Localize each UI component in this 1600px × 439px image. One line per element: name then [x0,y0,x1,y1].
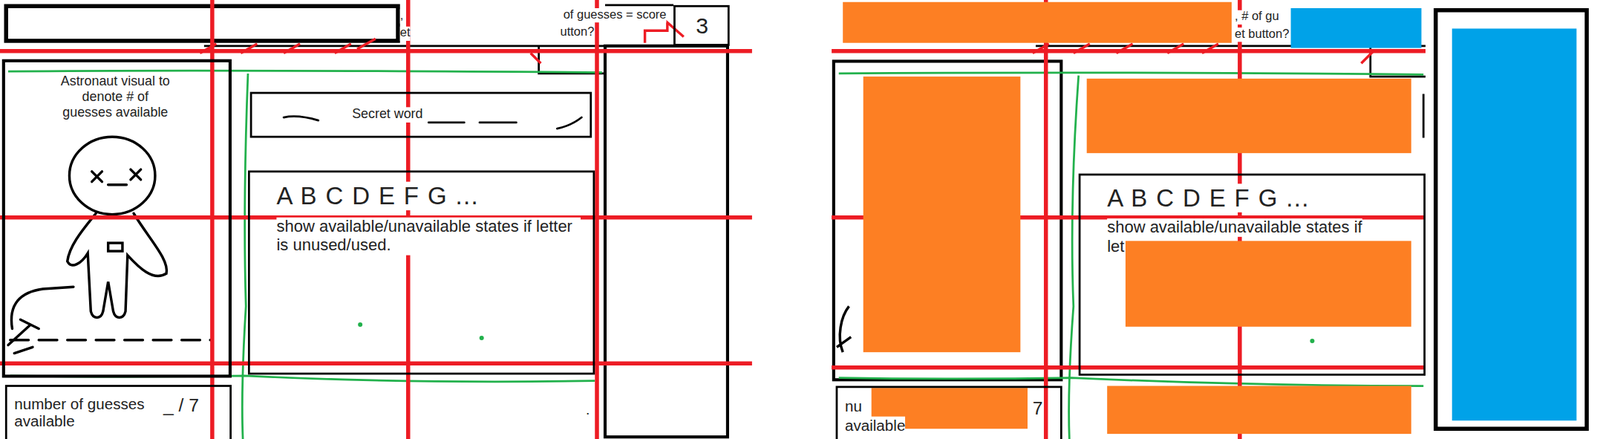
box-subtext: _ / 7 [163,394,199,416]
box-text: A B C D E F G ... [276,181,479,211]
note-label: of guesses = score [563,8,667,23]
letters-box: A B C D E F G ... show available/unavaila… [247,170,595,375]
note-label: utton? [560,25,595,40]
box-subtext: show available/unavailable states if [1107,218,1363,237]
note-label: et [400,26,411,41]
note-label: . [585,400,590,418]
box-text: nu [844,397,862,416]
box-text: Astronaut visual to denote # of guesses … [56,74,175,121]
box-subtext: available [844,416,906,435]
note-label: , # of gu [1234,10,1280,25]
box-text: Secret word [351,106,423,123]
secret-word-box: Secret word [250,92,592,139]
guesses-box: number of guesses available _ / 7 [5,384,232,439]
score-box: 3 [673,5,730,47]
box-text: A B C D E F G ... [1107,183,1310,212]
box-subtext: let [1107,237,1125,257]
box-subtext: 7 [1032,397,1044,419]
note-label: et button? [1234,27,1289,42]
box-subtext: show available/unavailable states if let… [276,217,581,256]
guesses-box: nuavailable 7 [836,386,1063,439]
letters-box: A B C D E F G ... show available/unavaila… [1078,173,1426,376]
note-label: , [400,8,404,24]
box-text: number of guesses available [14,394,157,430]
astronaut-box: Astronaut visual to denote # of guesses … [2,59,232,378]
box-text: 3 [695,13,709,40]
